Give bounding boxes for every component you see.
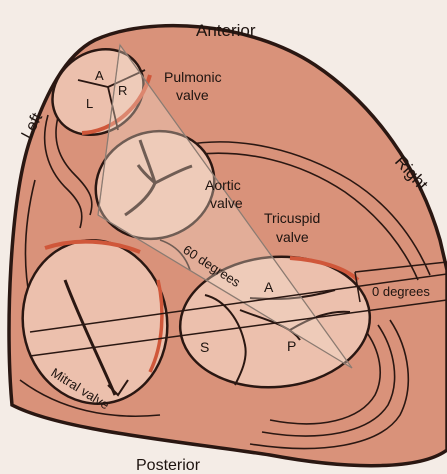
label-pulmonic-line2: valve <box>176 87 209 103</box>
label-aortic-line2: valve <box>210 195 243 211</box>
label-posterior: Posterior <box>136 457 201 474</box>
label-pulmonic-line1: Pulmonic <box>164 69 222 85</box>
label-aortic-line1: Aortic <box>205 177 241 193</box>
label-pulmonic-cusp-l: L <box>86 96 93 111</box>
label-tricuspid-line2: valve <box>276 229 309 245</box>
label-pulmonic-cusp-r: R <box>118 83 127 98</box>
label-anterior: Anterior <box>196 21 256 40</box>
label-tricuspid-leaflet-a: A <box>264 279 274 295</box>
label-pulmonic-cusp-a: A <box>95 68 104 83</box>
label-tricuspid-leaflet-p: P <box>287 338 296 354</box>
label-tricuspid-leaflet-s: S <box>200 339 209 355</box>
label-tricuspid-line1: Tricuspid <box>264 210 320 226</box>
label-0-degrees: 0 degrees <box>372 284 430 299</box>
